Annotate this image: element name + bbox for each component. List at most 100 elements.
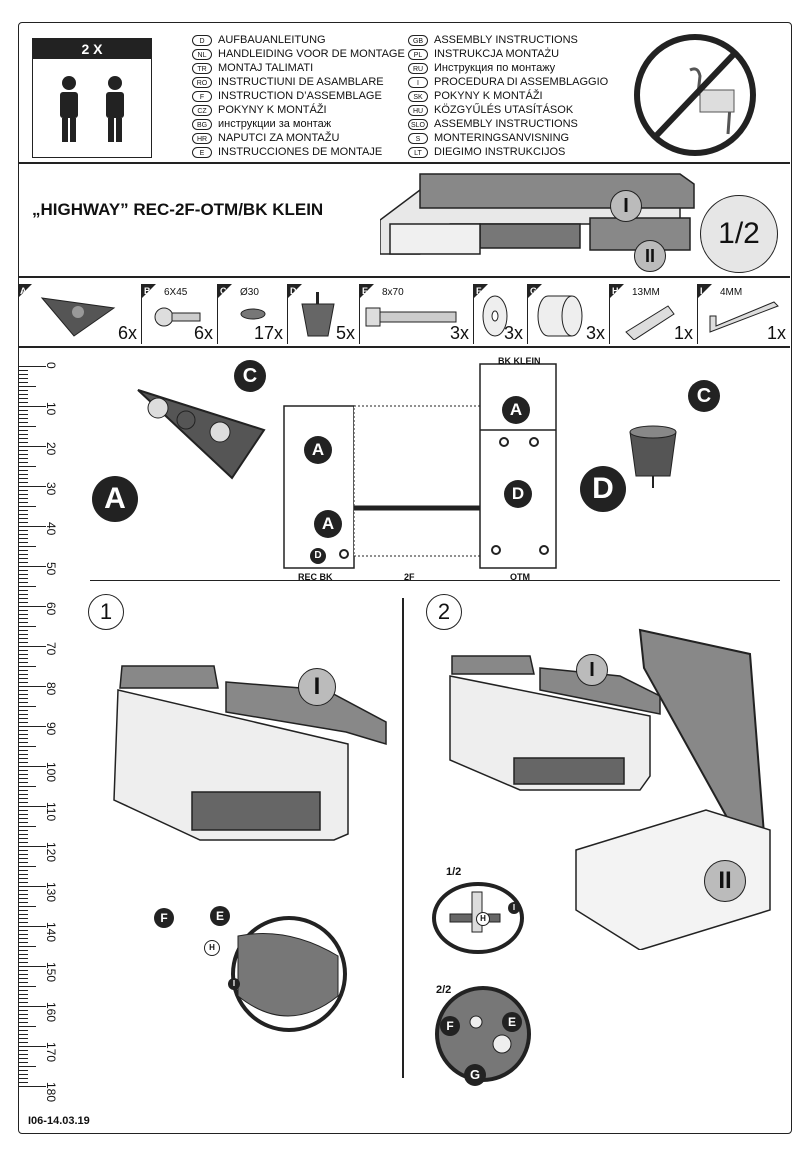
ruler-tick <box>18 902 28 903</box>
ruler-tick <box>18 434 28 435</box>
ruler-tick <box>18 962 28 963</box>
ruler-tick <box>18 850 28 851</box>
ruler-tick <box>18 1078 28 1079</box>
ruler-tick <box>18 446 46 447</box>
callout-d-small: D <box>310 548 326 564</box>
ruler-number: 160 <box>44 1002 58 1023</box>
ruler-tick <box>18 730 28 731</box>
ruler-tick <box>18 742 28 743</box>
ruler-tick <box>18 670 28 671</box>
ruler-tick <box>18 578 28 579</box>
screw-icon <box>154 307 201 327</box>
lang-code: RU <box>408 62 428 74</box>
ruler-tick <box>18 570 28 571</box>
ruler-tick <box>18 818 28 819</box>
lang-code: I <box>408 76 428 88</box>
ruler-tick <box>18 826 36 827</box>
part-label: H <box>610 284 624 298</box>
ruler-tick <box>18 606 46 607</box>
felt-pad-icon <box>240 308 266 320</box>
ruler-tick <box>18 870 28 871</box>
section-ii-badge: II <box>704 860 746 902</box>
part-qty: 1x <box>766 323 786 343</box>
socket-wrench-icon <box>625 305 675 340</box>
allen-key-icon <box>709 301 779 333</box>
ruler-tick <box>18 750 28 751</box>
lang-text: POKYNY K MONTÁŽI <box>434 90 543 102</box>
ruler-tick <box>18 430 28 431</box>
rec-bk-label: REC BK <box>298 572 333 582</box>
callout-f: F <box>440 1016 460 1036</box>
callout-f: F <box>154 908 174 928</box>
ruler-tick <box>18 834 28 835</box>
ruler-tick <box>18 382 28 383</box>
ruler-tick <box>18 634 28 635</box>
ruler-tick <box>18 974 28 975</box>
ruler-tick <box>18 910 28 911</box>
ruler-tick <box>18 522 28 523</box>
ruler-tick <box>18 454 28 455</box>
document-code: I06-14.03.19 <box>28 1115 90 1127</box>
ruler-tick <box>18 558 28 559</box>
ruler-tick <box>18 726 46 727</box>
part-a: A 6x <box>18 284 142 344</box>
ruler-tick <box>18 538 28 539</box>
header-divider <box>18 162 790 164</box>
lang-text: AUFBAUANLEITUNG <box>218 34 326 46</box>
ruler-tick <box>18 1054 28 1055</box>
ruler-tick <box>18 1018 28 1019</box>
ruler-tick <box>18 966 46 967</box>
ruler-tick <box>18 370 28 371</box>
ruler-tick <box>18 926 46 927</box>
part-qty: 17x <box>253 323 283 343</box>
ruler-tick <box>18 366 46 367</box>
ruler-tick <box>18 654 28 655</box>
ruler-tick <box>18 562 28 563</box>
spacer-sleeve-icon <box>537 295 583 337</box>
ruler-tick <box>18 582 28 583</box>
ruler-tick <box>18 1050 28 1051</box>
lang-code: RO <box>192 76 212 88</box>
callout-a: A <box>314 510 342 538</box>
ruler-tick <box>18 690 28 691</box>
ruler-tick <box>18 998 28 999</box>
ruler-tick <box>18 466 36 467</box>
callout-c: C <box>234 360 266 392</box>
part-label: I <box>698 284 712 298</box>
ruler-tick <box>18 886 46 887</box>
ruler-tick <box>18 854 28 855</box>
lang-text: KÖZGYŰLÉS UTASÍTÁSOK <box>434 104 574 116</box>
ruler-tick <box>18 878 28 879</box>
ruler-number: 70 <box>44 642 58 656</box>
step-1-number: 1 <box>88 594 124 630</box>
ruler-tick <box>18 1014 28 1015</box>
ruler-tick <box>18 462 28 463</box>
ruler-tick <box>18 614 28 615</box>
ruler-number: 40 <box>44 522 58 536</box>
lang-text: INSTRUCCIONES DE MONTAJE <box>218 146 383 158</box>
ruler-tick <box>18 398 28 399</box>
ruler-tick <box>18 530 28 531</box>
ruler-tick <box>18 474 28 475</box>
ruler-tick <box>18 1066 36 1067</box>
part-label: C <box>218 284 232 298</box>
ruler-tick <box>18 946 36 947</box>
lang-text: NAPUTCI ZA MONTAŽU <box>218 132 340 144</box>
part-h: H 13MM 1x <box>610 284 698 344</box>
ruler-tick <box>18 678 28 679</box>
part-label: B <box>142 284 156 298</box>
lang-code: CZ <box>192 104 212 116</box>
part-qty: 3x <box>503 323 523 343</box>
callout-c: C <box>688 380 720 412</box>
ruler-tick <box>18 502 28 503</box>
ruler-tick <box>18 802 28 803</box>
substep-2-2-detail <box>435 986 531 1082</box>
step-2-illustration <box>449 628 771 950</box>
section-i-badge: I <box>298 668 336 706</box>
ruler-tick <box>18 898 28 899</box>
ruler-tick <box>18 722 28 723</box>
persons-box: 2 X <box>32 38 152 158</box>
part-qty: 3x <box>449 323 469 343</box>
section-i-badge: I <box>610 190 642 222</box>
